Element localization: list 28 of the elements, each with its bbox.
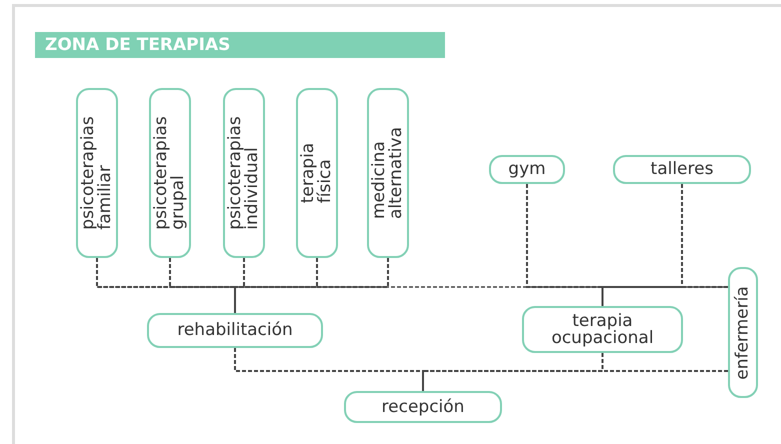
node-label: recepción — [382, 398, 464, 416]
dashed-connector — [422, 370, 728, 391]
node-label: medicina alternativa — [371, 127, 405, 219]
node-label: enfermería — [734, 286, 752, 380]
rounded-box — [296, 88, 338, 258]
node-label: psicoterapias familiar — [80, 116, 114, 230]
rounded-box — [367, 88, 409, 258]
rounded-box — [344, 391, 502, 423]
node-label: rehabilitación — [177, 322, 293, 339]
dashed-connector — [602, 286, 728, 306]
dashed-connector — [602, 184, 683, 306]
rounded-box — [613, 155, 751, 184]
rounded-box — [149, 88, 191, 258]
node-label: gym — [508, 161, 546, 178]
dashed-connector — [422, 353, 604, 391]
title-banner: ZONA DE TERAPIAS — [35, 32, 445, 58]
rounded-box — [76, 88, 118, 258]
dashed-connector — [234, 258, 389, 313]
rounded-box — [147, 313, 323, 348]
rounded-box — [223, 88, 265, 258]
node-label: terapia ocupacional — [551, 312, 654, 346]
node-label: terapia física — [300, 142, 334, 204]
rounded-box — [522, 306, 683, 353]
node-label: talleres — [650, 161, 714, 178]
rounded-box — [728, 267, 758, 398]
node-label: psicoterapias grupal — [153, 116, 187, 230]
rounded-box — [489, 155, 565, 184]
dashed-connector — [234, 348, 424, 391]
